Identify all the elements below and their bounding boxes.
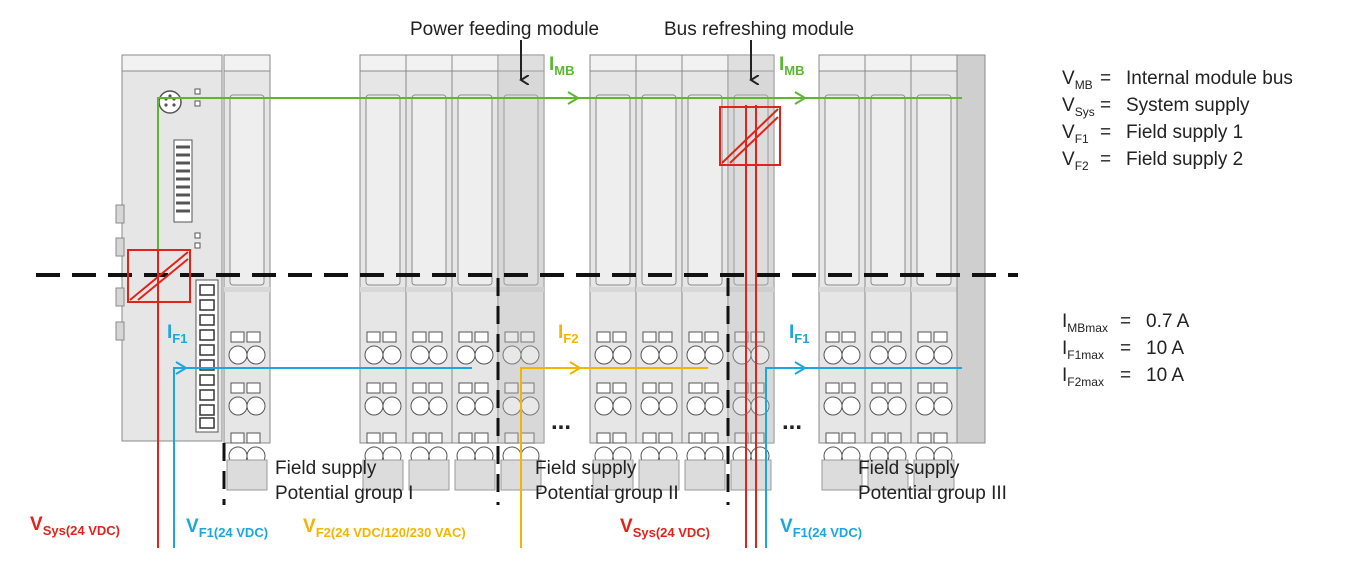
i-mb-label: IMB [549,54,575,78]
i-f2-label: IF2 [558,322,579,346]
vsys-label: VSys(24 VDC) [30,514,120,538]
vf1-label: VF1(24 VDC) [780,516,863,540]
i-mb-label: IMB [779,54,805,78]
current-limits: IMBmax=0.7 A IF1max=10 A IF2max=10 A [1062,309,1189,390]
io-module [911,55,957,490]
io-module [865,55,911,490]
end-module [956,54,986,444]
io-module [452,55,498,490]
vf2-label: VF2(24 VDC/120/230 VAC) [303,516,466,540]
vsys-label: VSys(24 VDC) [620,516,710,540]
io-module-stack [224,54,986,490]
legend-item: VSys=System supply [1062,95,1250,119]
field-supply-2-line [520,367,708,548]
i-f1-label: IF1 [789,322,810,346]
io-module [590,55,636,490]
legend: VMB=Internal module bus VSys=System supp… [1062,66,1293,174]
ellipsis: ... [551,408,572,435]
legend-item: VMB=Internal module bus [1062,68,1293,92]
vf1-label: VF1(24 VDC) [186,516,269,540]
io-module [819,55,865,490]
io-module [406,55,452,490]
io-module [636,55,682,490]
coupler-converter-icon [127,249,191,303]
legend-item: VF2=Field supply 2 [1062,149,1244,173]
field-supply-1-line [173,367,472,548]
io-module [360,55,406,490]
bus-refresher-converter-icon [719,106,781,166]
bus-refreshing-title: Bus refreshing module [664,19,855,40]
i-f1-label: IF1 [167,322,188,346]
limit-item: IMBmax=0.7 A [1062,311,1190,335]
limit-item: IF2max=10 A [1062,365,1185,389]
limit-item: IF1max=10 A [1062,338,1185,362]
service-port-icon [158,90,182,114]
io-module [682,55,728,490]
dip-switch-icon [173,139,193,223]
fieldbus-coupler [115,54,223,442]
power-feeding-title: Power feeding module [410,19,600,40]
io-module [224,55,270,490]
ellipsis: ... [782,408,803,435]
legend-item: VF1=Field supply 1 [1062,122,1244,146]
